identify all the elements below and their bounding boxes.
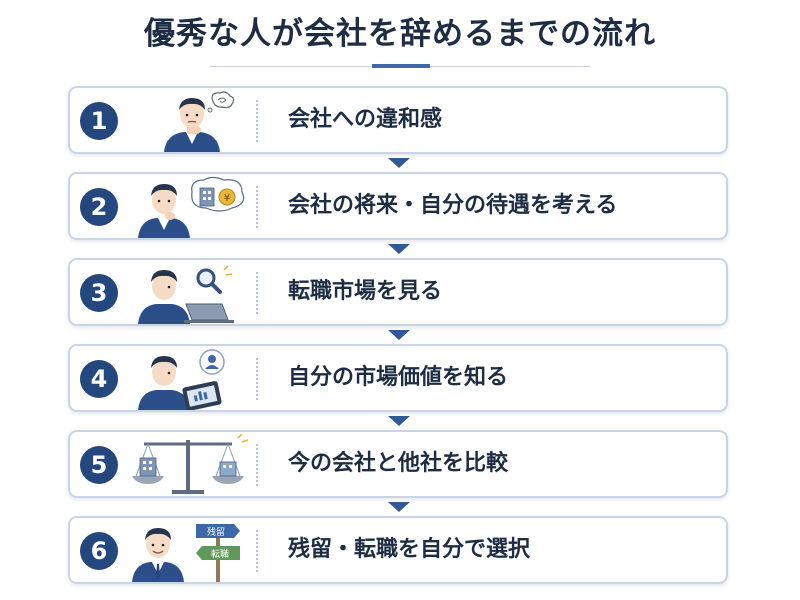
step-label-2: 会社の将来・自分の待遇を考える	[288, 193, 618, 218]
step-divider-3	[256, 272, 258, 314]
scale-buildings-icon	[132, 434, 249, 494]
signpost-switch-label: 転職	[211, 549, 229, 560]
flow-arrow-4	[388, 416, 410, 426]
man-signpost-icon: 残留 転職	[132, 524, 240, 582]
man-tablet-profile-icon	[138, 349, 225, 410]
step-divider-6	[256, 530, 258, 572]
step-number-5: 5	[80, 446, 118, 484]
step-card-6: 6 残留 転職 残留・転職を自分で選択	[68, 516, 728, 584]
step-number-6: 6	[80, 532, 118, 570]
flow-arrow-3	[388, 330, 410, 340]
step-number-4: 4	[80, 360, 118, 398]
step-label-5: 今の会社と他社を比較	[288, 451, 509, 476]
svg-text:¥: ¥	[224, 193, 230, 204]
step-card-1: 1 会社への違和感	[68, 86, 728, 154]
step-number-3: 3	[80, 274, 118, 312]
thinking-man-icon	[164, 91, 235, 152]
step-divider-5	[256, 444, 258, 486]
step-card-2: 2 ¥ 会社の将来・自分の待遇を考える	[68, 172, 728, 240]
step-label-4: 自分の市場価値を知る	[288, 365, 509, 390]
flow-arrow-2	[388, 244, 410, 254]
step-divider-4	[256, 358, 258, 400]
page-title: 優秀な人が会社を辞めるまでの流れ	[144, 16, 656, 52]
step-number-1: 1	[80, 102, 118, 140]
step-card-5: 5 今の会社と他社を比較	[68, 430, 728, 498]
title-accent-bar	[372, 64, 430, 68]
man-laptop-search-icon	[138, 265, 234, 324]
signpost-stay-label: 残留	[207, 526, 225, 538]
step-label-6: 残留・転職を自分で選択	[288, 537, 531, 562]
man-thinking-building-yen-icon: ¥	[138, 176, 245, 238]
step-label-1: 会社への違和感	[288, 107, 443, 132]
step-card-4: 4 自分の市場価値を知る	[68, 344, 728, 412]
step-divider-2	[256, 186, 258, 228]
step-divider-1	[256, 100, 258, 142]
flow-arrow-1	[388, 158, 410, 168]
step-label-3: 転職市場を見る	[288, 279, 443, 304]
step-card-3: 3 転職市場を見る	[68, 258, 728, 326]
flow-arrow-5	[388, 502, 410, 512]
step-number-2: 2	[80, 188, 118, 226]
